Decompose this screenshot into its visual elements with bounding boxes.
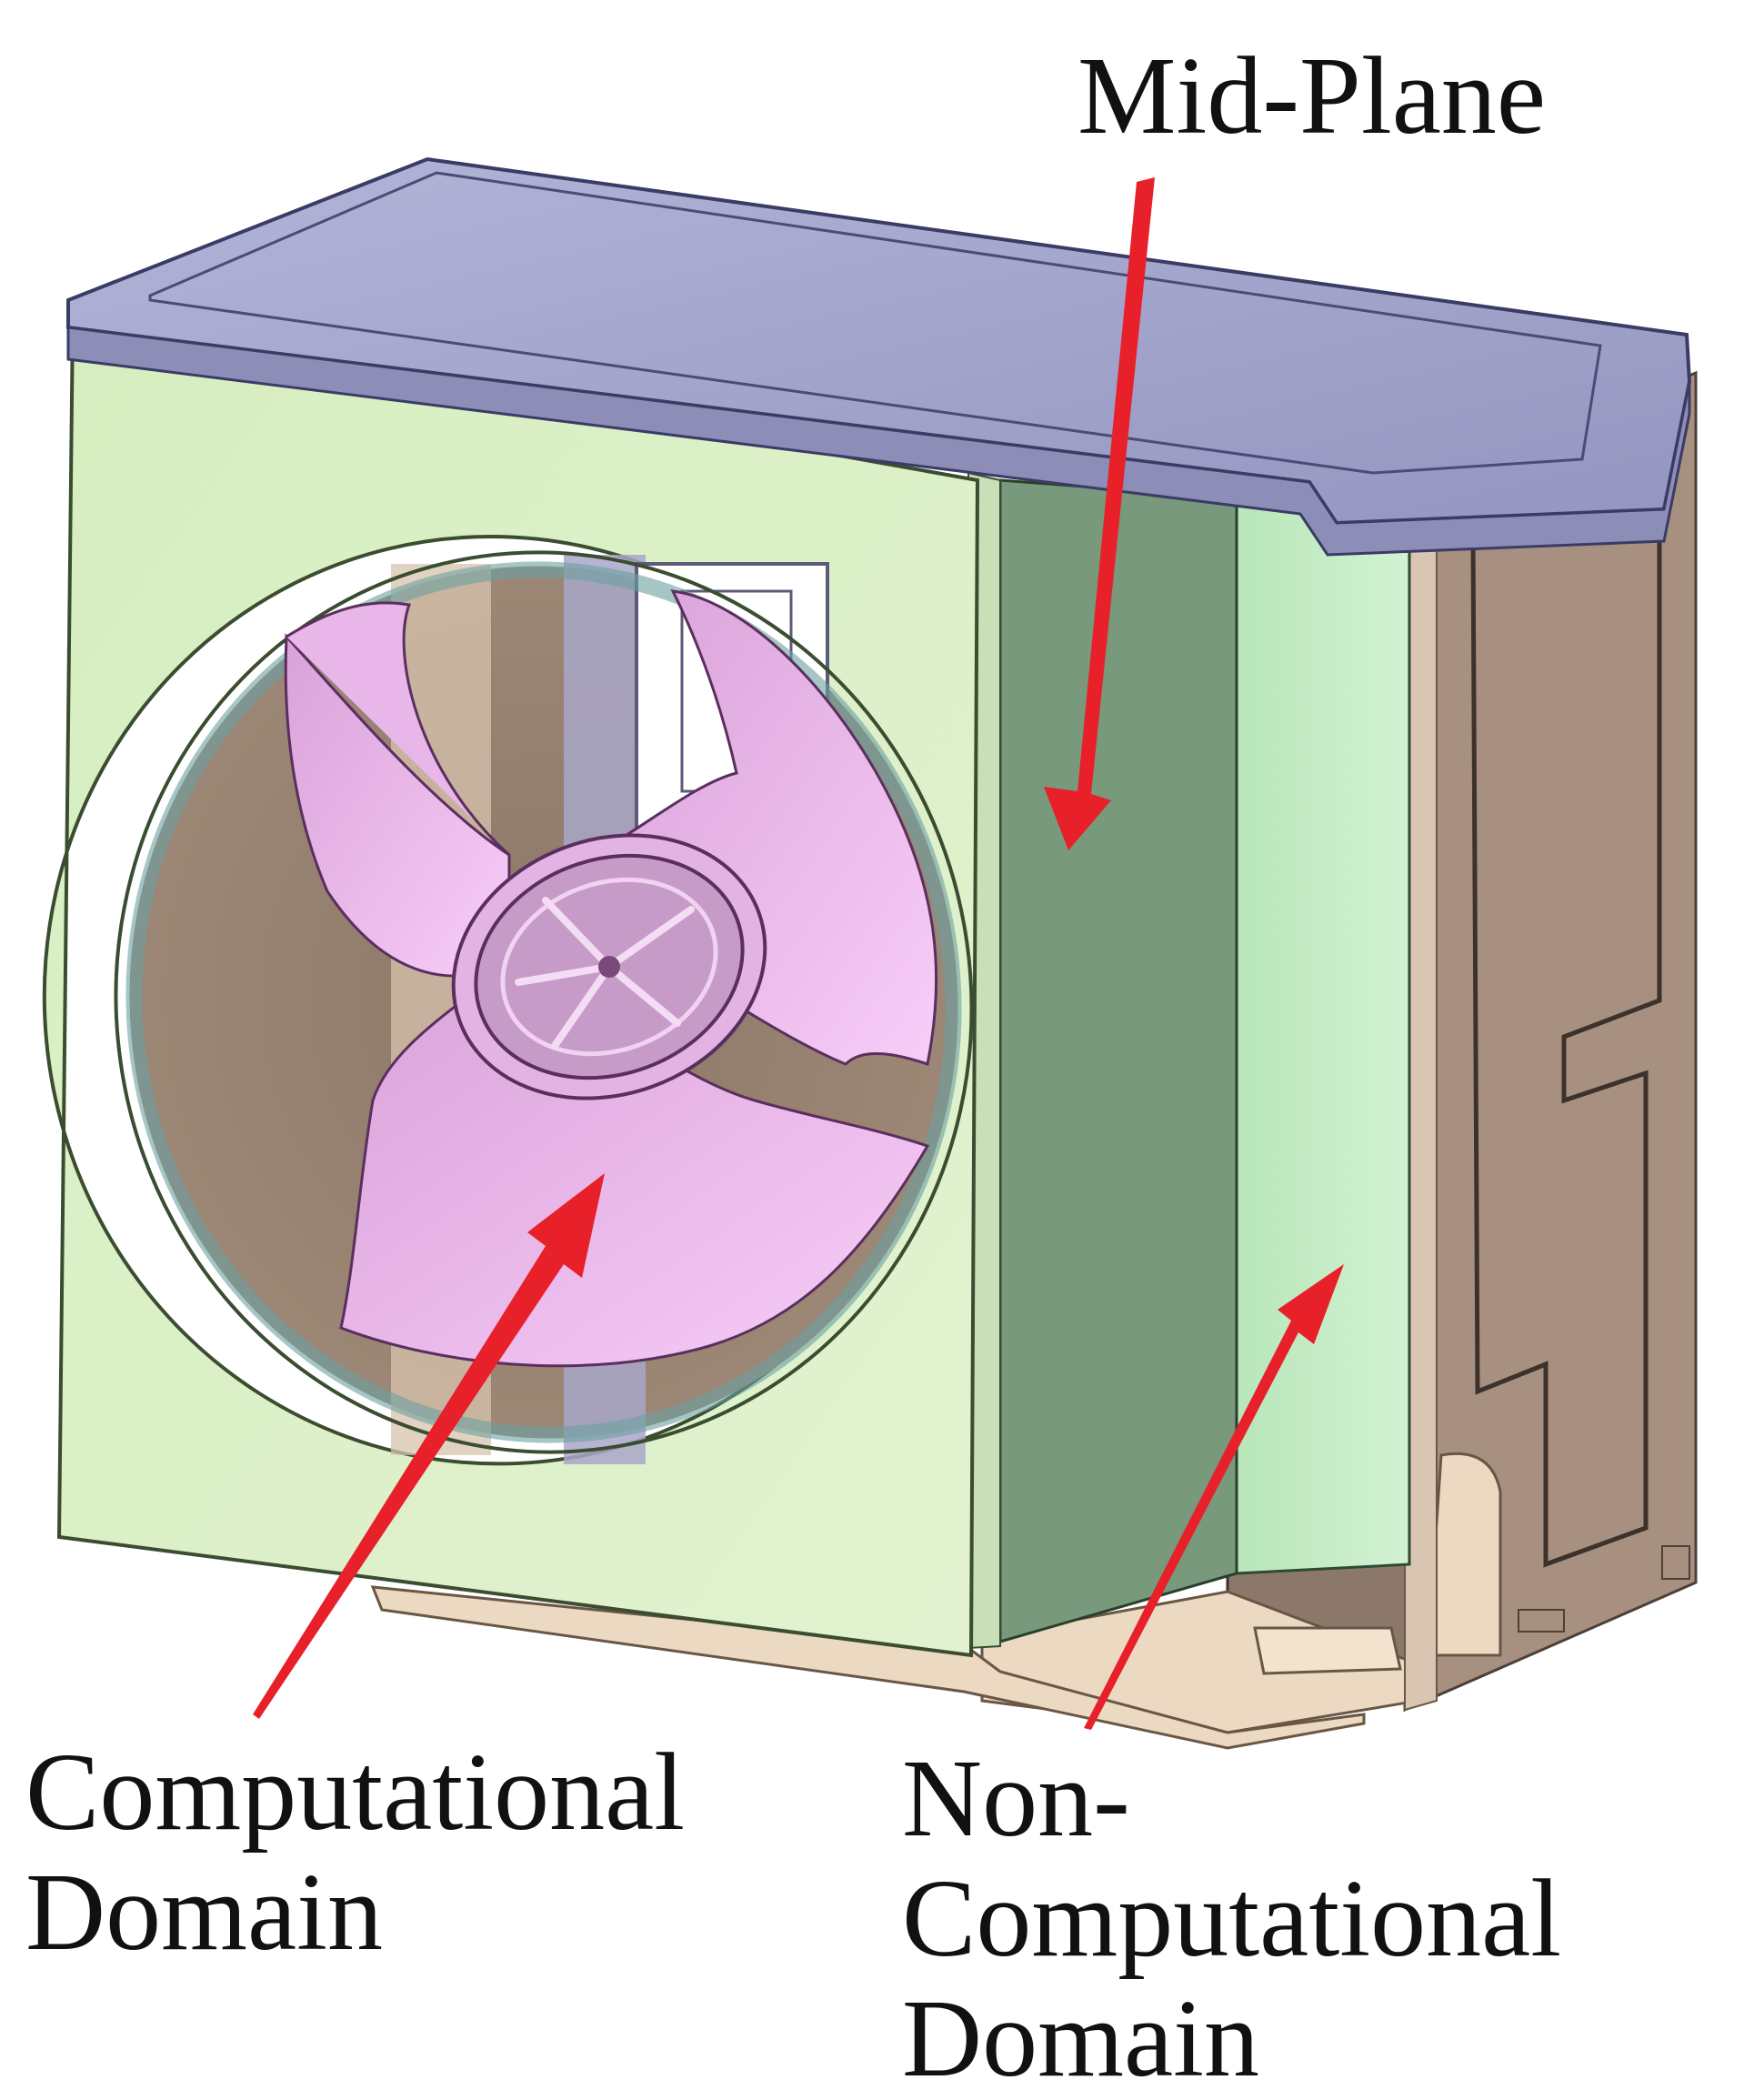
non-computational-line-1: Non-Computational xyxy=(902,1737,1562,1980)
arrows xyxy=(253,177,1344,1730)
arrow-mid-plane xyxy=(1044,177,1155,850)
base-tray xyxy=(370,1585,1366,1750)
fan-hub xyxy=(451,833,767,1100)
mid-plane-label: Mid-Plane xyxy=(1077,36,1546,156)
top-cover xyxy=(66,156,1692,557)
computational-line-1: Computational xyxy=(25,1731,686,1854)
fan-blade-upper-left xyxy=(284,633,511,978)
outdoor-unit-illustration xyxy=(42,156,1698,1750)
computational-domain-label: Computational Domain xyxy=(25,1733,685,1973)
mid-plane-text: Mid-Plane xyxy=(1077,35,1547,157)
diagram-canvas: Mid-Plane Computational Domain Non-Compu… xyxy=(25,36,1698,2098)
computational-line-2: Domain xyxy=(25,1850,384,1974)
non-computational-line-2: Domain xyxy=(902,1976,1260,2100)
arrow-computational xyxy=(253,1173,605,1719)
arrow-non-computational xyxy=(1084,1264,1344,1730)
mid-plane-panel xyxy=(998,478,1238,1643)
non-computational-panel xyxy=(1233,503,1411,1575)
non-computational-domain-label: Non-Computational Domain xyxy=(902,1739,1764,2098)
